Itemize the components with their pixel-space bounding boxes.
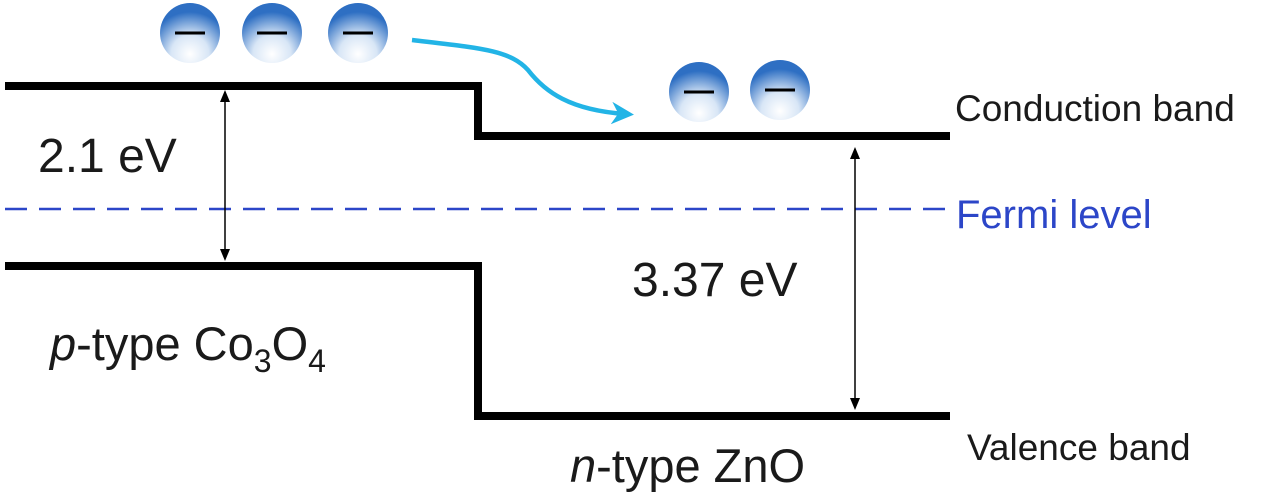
conduction-band-line <box>5 82 950 140</box>
valence-band-line <box>5 262 950 420</box>
electron-icon <box>750 60 810 120</box>
electron-transfer-arrow <box>411 37 634 125</box>
left-gap-arrow <box>220 90 230 261</box>
electron-icon <box>669 62 729 122</box>
valence-band-label: Valence band <box>967 427 1191 468</box>
right-gap-arrow <box>850 147 860 410</box>
electron-icon <box>328 3 388 63</box>
electrons-right <box>669 60 810 122</box>
electron-icon <box>160 3 220 63</box>
left-material-label: p-type Co3O4 <box>48 317 326 379</box>
right-gap-label: 3.37 eV <box>632 254 797 307</box>
fermi-level-label: Fermi level <box>956 193 1152 237</box>
left-gap-label: 2.1 eV <box>38 130 177 183</box>
conduction-band-label: Conduction band <box>955 88 1235 129</box>
right-material-label: n-type ZnO <box>570 439 805 492</box>
electron-icon <box>242 3 302 63</box>
electrons-left <box>160 3 388 63</box>
